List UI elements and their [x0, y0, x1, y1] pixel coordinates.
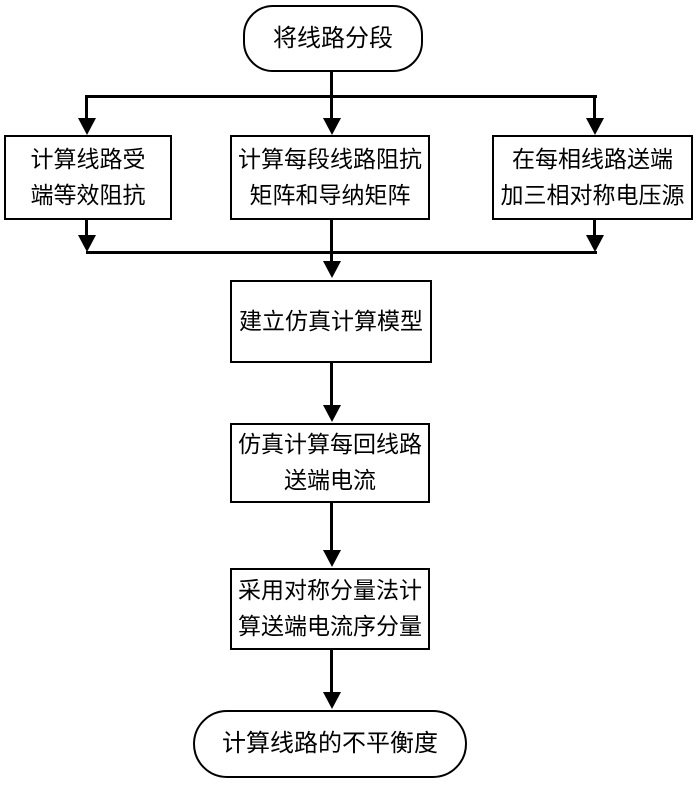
- connector-merge-line: [86, 251, 597, 254]
- calc-receiving-impedance-line2: 端等效阻抗: [30, 182, 146, 208]
- connector-right-merge-drop: [593, 220, 596, 237]
- simulate-current-line1: 仿真计算每回线路: [238, 432, 422, 457]
- start-node: 将线路分段: [243, 5, 423, 72]
- end-node: 计算线路的不平衡度: [193, 710, 467, 778]
- simulate-current-line2: 送端电流: [284, 468, 376, 493]
- calc-segment-matrices-node: 计算每段线路阻抗 矩阵和导纳矩阵: [230, 135, 430, 220]
- calc-segment-matrices-line1: 计算每段线路阻抗: [238, 146, 422, 172]
- start-node-label: 将线路分段: [273, 25, 393, 52]
- arrow-into-end-icon: [323, 692, 341, 709]
- connector-right-drop: [593, 95, 596, 120]
- add-voltage-source-line1: 在每相线路送端: [512, 146, 673, 172]
- connector-top-branch-line: [86, 95, 597, 98]
- arrow-into-segment-matrices-icon: [323, 118, 341, 135]
- sequence-components-node: 采用对称分量法计 算送端电流序分量: [230, 568, 430, 650]
- arrow-into-build-model-icon: [323, 261, 341, 278]
- arrow-into-simulate-icon: [323, 405, 341, 422]
- connector-middle-drop: [330, 95, 333, 120]
- sequence-components-line2: 算送端电流序分量: [238, 614, 422, 639]
- calc-receiving-impedance-line1: 计算线路受: [30, 146, 146, 172]
- end-node-label: 计算线路的不平衡度: [222, 731, 438, 757]
- build-model-node: 建立仿真计算模型: [230, 280, 432, 363]
- connector-sequence-to-end: [330, 650, 333, 694]
- connector-left-merge-drop: [85, 220, 88, 237]
- arrow-into-voltage-source-icon: [586, 118, 604, 135]
- calc-receiving-impedance-node: 计算线路受 端等效阻抗: [4, 135, 172, 220]
- calc-segment-matrices-line2: 矩阵和导纳矩阵: [249, 182, 411, 208]
- sequence-components-line1: 采用对称分量法计: [238, 578, 422, 603]
- connector-left-drop: [85, 95, 88, 120]
- add-voltage-source-line2: 加三相对称电压源: [500, 182, 685, 208]
- build-model-label: 建立仿真计算模型: [239, 308, 423, 334]
- simulate-current-node: 仿真计算每回线路 送端电流: [230, 423, 430, 503]
- add-voltage-source-node: 在每相线路送端 加三相对称电压源: [492, 135, 693, 220]
- arrow-left-onto-merge-line-icon: [78, 235, 96, 252]
- arrow-into-receiving-impedance-icon: [78, 118, 96, 135]
- arrow-right-onto-merge-line-icon: [586, 235, 604, 252]
- connector-middle-through: [330, 220, 333, 263]
- connector-model-to-simulate: [330, 363, 333, 407]
- arrow-into-sequence-icon: [323, 550, 341, 567]
- connector-simulate-to-sequence: [330, 503, 333, 552]
- connector-start-stub: [330, 71, 333, 97]
